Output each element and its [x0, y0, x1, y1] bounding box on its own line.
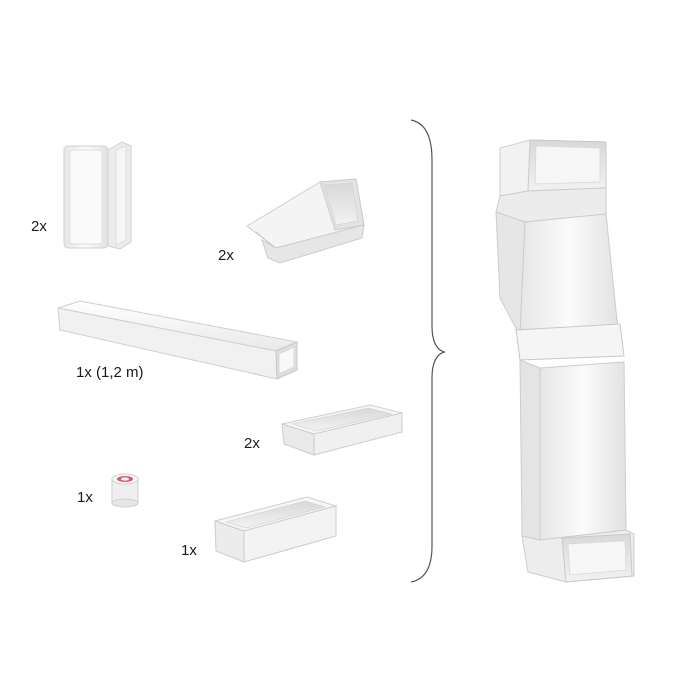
grouping-bracket [410, 119, 446, 583]
connector-quantity: 1x [181, 542, 197, 559]
straight-duct-quantity: 1x (1,2 m) [76, 364, 144, 381]
tape-roll-part [111, 473, 139, 508]
offset-transition-quantity: 2x [218, 247, 234, 264]
corner-bend-quantity: 2x [31, 218, 47, 235]
straight-duct-part [57, 300, 299, 380]
wall-sleeve-quantity: 2x [244, 435, 260, 452]
wall-sleeve-part [280, 404, 403, 456]
connector-part [213, 496, 338, 563]
offset-transition-part [246, 178, 365, 264]
assembled-duct-system [495, 139, 635, 583]
corner-bend-part [63, 141, 132, 250]
tape-roll-quantity: 1x [77, 489, 93, 506]
